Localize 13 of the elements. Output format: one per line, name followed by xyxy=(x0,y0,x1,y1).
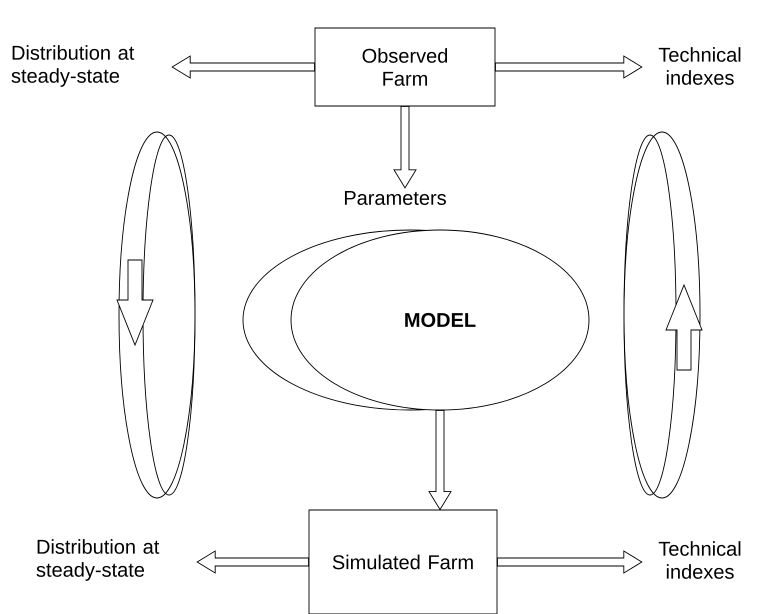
block-arrow xyxy=(428,410,452,510)
process-box: Simulated Farm xyxy=(308,510,498,614)
block-arrow xyxy=(497,550,643,574)
text-label: Technical indexes xyxy=(658,47,740,85)
block-arrow xyxy=(393,106,417,189)
block-arrow xyxy=(171,55,315,79)
text-label: Technical indexes xyxy=(658,541,740,579)
block-arrow xyxy=(196,550,309,574)
process-box: Observed Farm xyxy=(314,28,496,106)
text-label: Distribution at steady-state xyxy=(36,539,160,581)
block-arrow xyxy=(495,55,643,79)
text-label: Parameters xyxy=(344,191,446,205)
text-label: Distribution at steady-state xyxy=(12,45,134,87)
